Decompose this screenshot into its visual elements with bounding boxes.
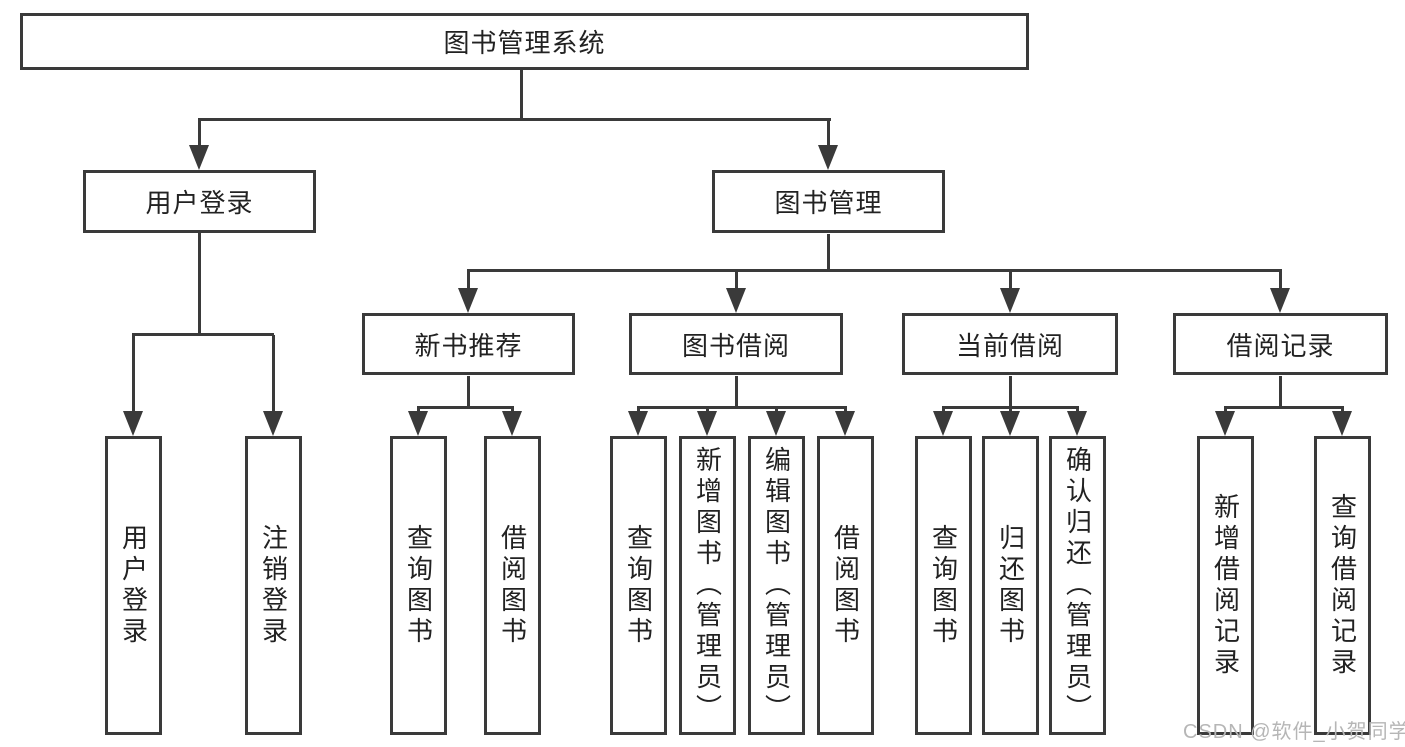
connector-to-new-book-rec [467,271,470,291]
connector-borrow-records-stem [1279,376,1282,408]
node-leaf-query-book-3: 查询图书 [915,436,972,735]
connector-book-borrow-bar [637,406,847,409]
node-leaf-return-book: 归还图书 [982,436,1039,735]
connector-root-stem [520,70,523,120]
arrowhead-book-mgmt [818,145,838,170]
node-root: 图书管理系统 [20,13,1029,70]
node-current-borrow: 当前借阅 [902,313,1118,375]
node-leaf-query-book-1: 查询图书 [390,436,447,735]
node-user-login: 用户登录 [83,170,316,233]
watermark: CSDN @软件_小贺同学 [1183,721,1405,743]
arrowhead-user-login [189,145,209,170]
node-leaf-query-book-2: 查询图书 [610,436,667,735]
connector-new-book-rec-bar [417,406,514,409]
arrowhead-leaf-confirm [1067,411,1087,436]
arrowhead-leaf-add-book [697,411,717,436]
arrowhead-leaf-logout [263,411,283,436]
connector-to-current-borrow [1009,271,1012,291]
arrowhead-leaf-query-record [1332,411,1352,436]
arrowhead-leaf-add-record [1215,411,1235,436]
connector-user-login-bar [132,333,274,336]
connector-user-login-stem [198,233,201,335]
arrowhead-new-book-rec [458,288,478,313]
node-leaf-user-login: 用户登录 [105,436,162,735]
connector-borrow-records-bar [1224,406,1344,409]
node-book-mgmt: 图书管理 [712,170,945,233]
arrowhead-leaf-borrow2 [835,411,855,436]
arrowhead-leaf-query2 [628,411,648,436]
connector-to-book-mgmt [827,120,830,150]
connector-to-user-login [198,120,201,150]
arrowhead-leaf-borrow1 [502,411,522,436]
connector-to-book-borrow [735,271,738,291]
connector-root-bar [198,118,831,121]
node-new-book-rec: 新书推荐 [362,313,575,375]
connector-to-leaf-logout [272,335,275,414]
arrowhead-leaf-return [1000,411,1020,436]
arrowhead-leaf-query1 [408,411,428,436]
node-leaf-query-record: 查询借阅记录 [1314,436,1371,735]
arrowhead-current-borrow [1000,288,1020,313]
node-leaf-logout: 注销登录 [245,436,302,735]
node-leaf-borrow-book-1: 借阅图书 [484,436,541,735]
arrowhead-leaf-query3 [933,411,953,436]
node-book-borrow: 图书借阅 [629,313,843,375]
arrowhead-borrow-records [1270,288,1290,313]
node-leaf-edit-book: 编辑图书（管理员） [748,436,805,735]
connector-current-borrow-stem [1009,376,1012,408]
connector-to-leaf-user-login [132,335,135,414]
node-leaf-add-book: 新增图书（管理员） [679,436,736,735]
connector-book-borrow-stem [735,376,738,408]
node-borrow-records: 借阅记录 [1173,313,1388,375]
connector-book-mgmt-bar [467,269,1282,272]
node-leaf-add-record: 新增借阅记录 [1197,436,1254,735]
arrowhead-book-borrow [726,288,746,313]
arrowhead-leaf-user-login [123,411,143,436]
node-leaf-confirm-return: 确认归还（管理员） [1049,436,1106,735]
connector-book-mgmt-stem [827,234,830,271]
arrowhead-leaf-edit-book [766,411,786,436]
connector-new-book-rec-stem [467,376,470,408]
connector-to-borrow-records [1279,271,1282,291]
connector-current-borrow-bar [942,406,1079,409]
node-leaf-borrow-book-2: 借阅图书 [817,436,874,735]
